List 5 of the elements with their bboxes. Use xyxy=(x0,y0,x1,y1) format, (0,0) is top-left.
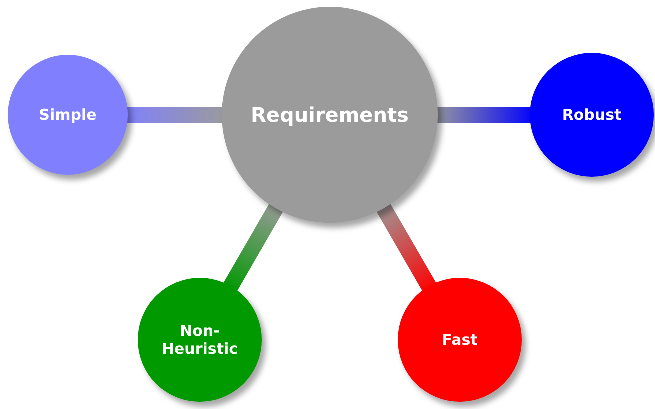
topic-label: Requirements xyxy=(250,103,410,127)
topic-label: Simple xyxy=(38,106,98,124)
topic-label: Fast xyxy=(441,331,479,349)
topic-label: Robust xyxy=(561,106,623,124)
topic-label: Non-Heuristic xyxy=(160,322,240,358)
